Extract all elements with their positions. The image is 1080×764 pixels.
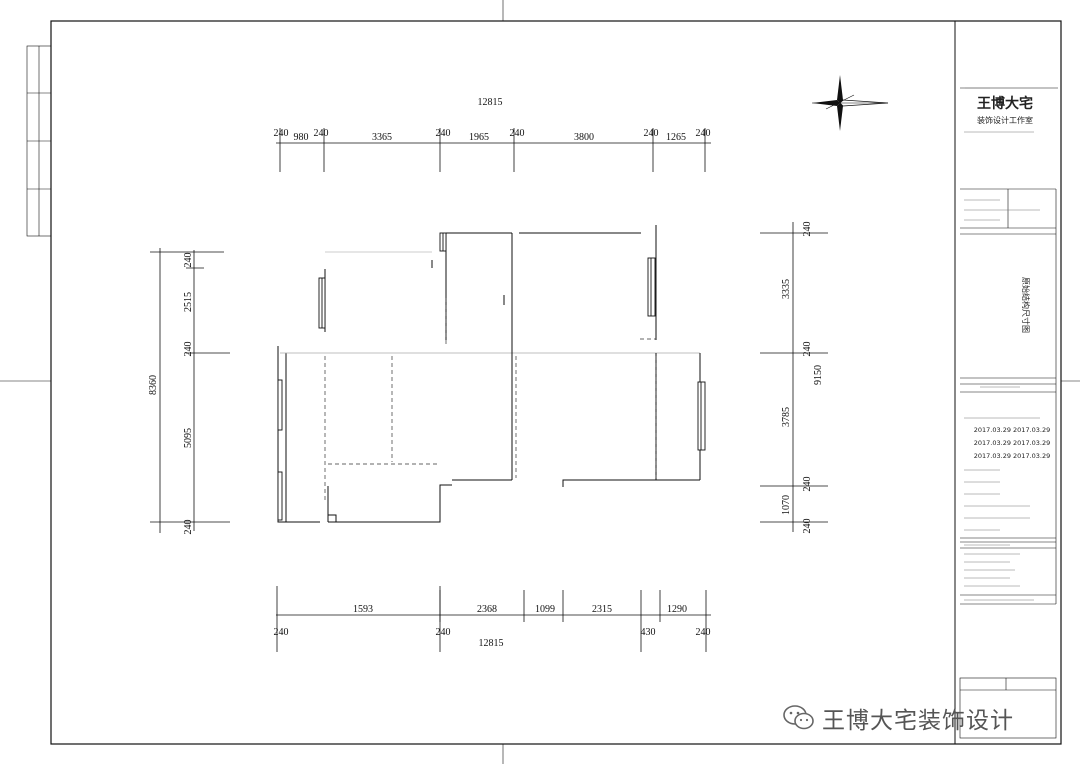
top-segment-labels: 240 980 240 3365 240 1965 240 3800 240 1… [274,128,711,143]
windows [277,232,706,521]
right-dim-label: 240 [802,342,813,357]
floor-plan-walls [277,225,701,523]
left-dim-label: 240 [183,520,194,535]
bottom-segment-labels: 1593 2368 1099 2315 1290 240 240 430 240 [274,604,711,638]
bottom-total-dimension: 12815 [479,638,504,649]
right-total-dimension: 9150 [813,365,824,385]
top-dim-label: 240 [696,128,711,139]
wechat-icon [783,705,814,730]
compass-star-icon [812,75,889,131]
bottom-dim-label: 240 [436,627,451,638]
top-dim-label: 980 [294,132,309,143]
left-dim-label: 240 [183,253,194,268]
left-segment-labels: 240 2515 240 5095 240 [183,253,194,535]
top-dim-label: 240 [644,128,659,139]
top-dim-label: 1965 [469,132,489,143]
drawing-name: 原始结构尺寸图 [1021,277,1031,333]
date-row: 2017.03.29 2017.03.29 [974,439,1051,447]
left-dim-label: 240 [183,342,194,357]
left-margin-strip [26,45,52,237]
top-dim-label: 240 [510,128,525,139]
right-dim-label: 240 [802,477,813,492]
left-dim-label: 2515 [183,292,194,312]
bottom-dim-label: 1593 [353,604,373,615]
left-total-dimension: 8360 [148,375,159,395]
bottom-dim-label: 2315 [592,604,612,615]
top-total-dimension: 12815 [478,97,503,108]
right-dim-label: 3335 [781,279,792,299]
top-dim-label: 240 [314,128,329,139]
title-block: 王博大宅 装饰设计工作室 原始结构尺寸图 2017.03.29 2017.03.… [959,87,1058,739]
date-row: 2017.03.29 2017.03.29 [974,426,1051,434]
date-row: 2017.03.29 2017.03.29 [974,452,1051,460]
bottom-dim-label: 430 [641,627,656,638]
bottom-dim-label: 240 [274,627,289,638]
bottom-dim-label: 1290 [667,604,687,615]
top-dim-label: 240 [274,128,289,139]
top-dim-label: 1265 [666,132,686,143]
top-dim-label: 240 [436,128,451,139]
company-name: 王博大宅 [977,95,1033,112]
watermark-text: 王博大宅装饰设计 [822,708,1014,734]
left-dim-label: 5095 [183,428,194,448]
right-dimension-line [760,222,828,532]
right-dim-label: 3785 [781,407,792,427]
top-dim-label: 3365 [372,132,392,143]
watermark: 王博大宅装饰设计 [782,698,1072,738]
top-dim-label: 3800 [574,132,594,143]
right-dim-label: 1070 [781,495,792,515]
beam-dashed-lines [324,298,657,500]
top-dimension-line [276,128,711,172]
bottom-dimension-line [276,586,711,652]
bottom-dim-label: 2368 [477,604,497,615]
right-dim-label: 240 [802,222,813,237]
company-subtitle: 装饰设计工作室 [977,115,1033,125]
right-segment-labels: 240 3335 240 3785 240 1070 240 [781,222,813,534]
right-dim-label: 240 [802,519,813,534]
left-dimension-line [150,248,230,533]
bottom-dim-label: 1099 [535,604,555,615]
bottom-dim-label: 240 [696,627,711,638]
